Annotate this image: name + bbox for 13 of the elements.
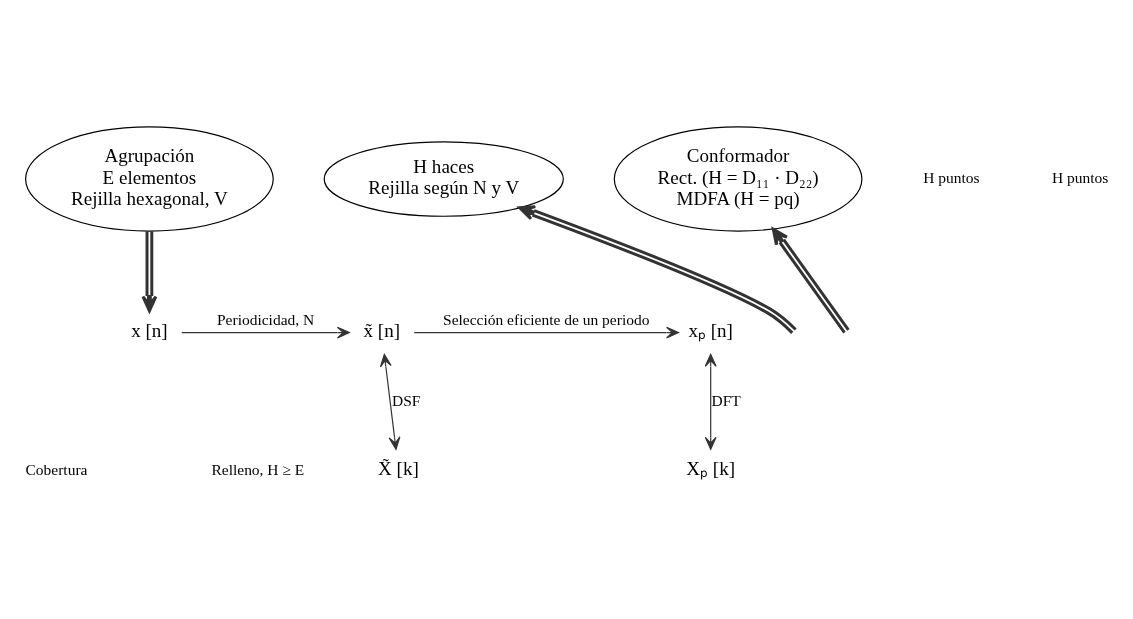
node-text: X̃ [k] — [378, 458, 419, 480]
edge-label: Selección eficiente de un periodo — [443, 310, 650, 328]
node-text: xₚ [n] — [688, 320, 733, 342]
node-text: x̃ [n] — [363, 320, 401, 342]
edge-label: DSF — [392, 391, 421, 409]
node-text: Xₚ [k] — [686, 458, 736, 480]
label: H puntos — [923, 169, 980, 187]
edge-label: Periodicidad, N — [217, 310, 315, 328]
node-text: x [n] — [131, 320, 168, 342]
edge-label: DFT — [711, 391, 741, 409]
label: Relleno, H ≥ E — [211, 460, 305, 478]
label: Cobertura — [25, 460, 88, 478]
label: H puntos — [1051, 169, 1109, 187]
